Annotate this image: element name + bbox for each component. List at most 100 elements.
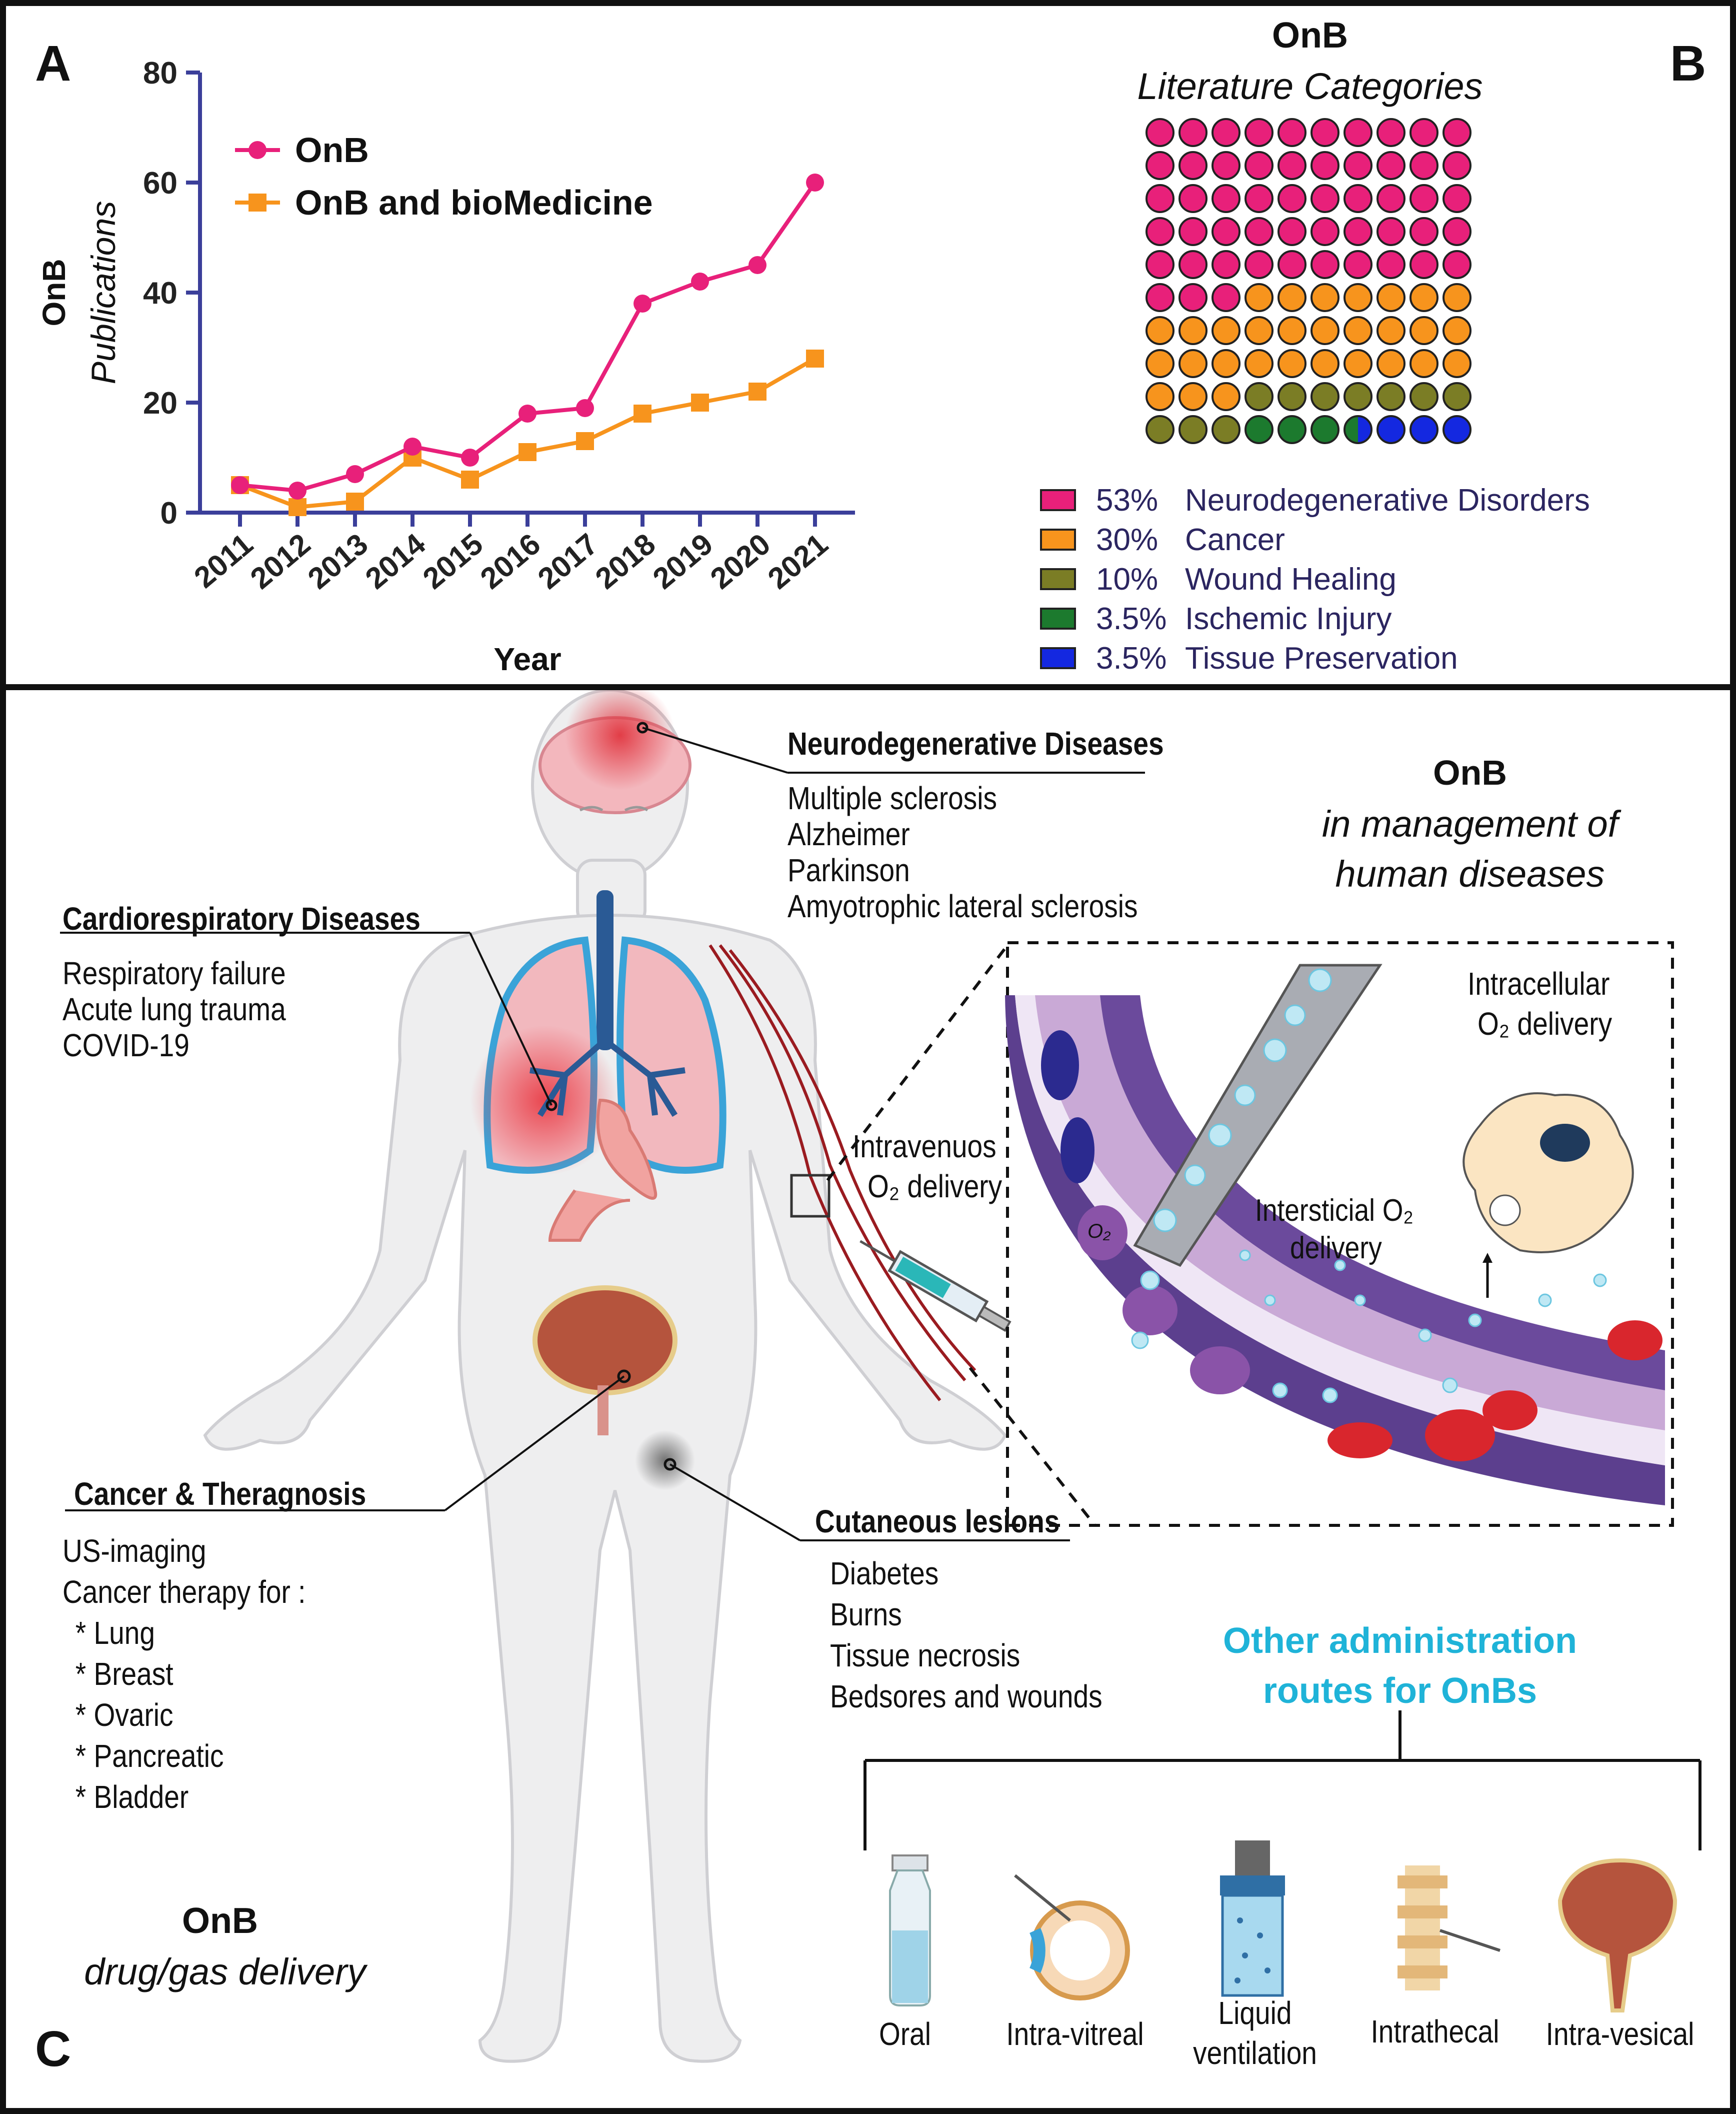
neuro-title: Neurodegenerative Diseases (788, 726, 1164, 762)
cancer-item: * Ovaric (75, 1697, 174, 1733)
liquid-ventilation-line: ventilation (1193, 2035, 1317, 2071)
waffle-dot (1146, 217, 1174, 246)
neuro-item: Multiple sclerosis (788, 780, 998, 816)
waffle-dot (1146, 184, 1174, 213)
waffle-dot (1344, 184, 1372, 213)
waffle-dot (1310, 349, 1340, 378)
waffle-dot (1146, 349, 1174, 378)
waffle-dot (1212, 151, 1240, 180)
data-point (806, 174, 824, 192)
data-point (691, 394, 709, 412)
legend-swatch (1040, 489, 1076, 511)
publications-line-chart: 0204060802011201220132014201520162017201… (36, 56, 855, 677)
routes-title-2: routes for OnBs (1262, 1671, 1538, 1711)
waffle-dot (1376, 283, 1406, 312)
waffle-dot (1442, 250, 1472, 279)
legend-category: Neurodegenerative Disorders (1185, 483, 1590, 518)
waffle-dot-part (1344, 416, 1358, 443)
waffle-dot (1410, 349, 1438, 378)
interstitial-label-2: delivery (1290, 1231, 1382, 1265)
waffle-dot (1178, 283, 1208, 312)
iv-label-2: O₂ delivery (868, 1168, 1002, 1204)
waffle-dot (1310, 184, 1340, 213)
legend-marker (248, 194, 266, 212)
waffle-dot (1310, 283, 1340, 312)
vessel-inset (1005, 964, 1665, 1505)
legend-item: 10%Wound Healing (1040, 562, 1396, 597)
x-tick-label: 2017 (532, 527, 604, 596)
waffle-dot (1376, 250, 1406, 279)
cardio-title: Cardiorespiratory Diseases (62, 901, 420, 937)
data-point (576, 399, 594, 417)
x-tick-label: 2021 (762, 527, 834, 596)
waffle-dot (1442, 283, 1472, 312)
legend-marker (248, 141, 266, 159)
c-bottom-title: OnB (182, 1901, 258, 1941)
waffle-dot (1178, 184, 1208, 213)
waffle-dot (1442, 349, 1472, 378)
waffle-dot (1178, 217, 1208, 246)
waffle-dot (1310, 151, 1340, 180)
y-tick-label: 20 (143, 386, 178, 421)
waffle-dot (1442, 382, 1472, 411)
x-tick-label: 2013 (302, 527, 374, 596)
legend-swatch (1040, 568, 1076, 590)
waffle-dot (1178, 382, 1208, 411)
waffle-chart (1146, 118, 1472, 444)
data-point (748, 383, 766, 401)
waffle-dot (1442, 184, 1472, 213)
y-axis-label-1: OnB (36, 259, 72, 326)
waffle-dot (1244, 151, 1274, 180)
legend-percent: 3.5% (1096, 641, 1167, 676)
y-axis-label-2: Publications (84, 201, 122, 385)
waffle-dot (1376, 151, 1406, 180)
neuro-item: Amyotrophic lateral sclerosis (788, 888, 1138, 924)
data-point (748, 256, 766, 274)
legend-category: Ischemic Injury (1185, 601, 1392, 636)
waffle-dot (1376, 316, 1406, 345)
cancer-item: * Pancreatic (75, 1738, 224, 1774)
waffle-dot (1278, 250, 1306, 279)
waffle-dot (1310, 250, 1340, 279)
waffle-dot (1212, 283, 1240, 312)
cardio-item: Acute lung trauma (62, 991, 286, 1027)
panel-letter-b: B (1670, 36, 1706, 92)
route-label-intravitreal: Intra-vitreal (1006, 2016, 1144, 2052)
waffle-dot (1146, 316, 1174, 345)
cardio-list: Respiratory failure Acute lung trauma CO… (62, 955, 286, 1063)
waffle-dot (1310, 316, 1340, 345)
waffle-dot (1410, 250, 1438, 279)
y-tick-label: 0 (160, 496, 178, 531)
legend-category: Cancer (1185, 522, 1285, 557)
cutaneous-title: Cutaneous lesions (815, 1503, 1060, 1539)
x-tick-label: 2014 (359, 527, 432, 596)
waffle-dot (1278, 283, 1306, 312)
cutaneous-item: Burns (830, 1596, 902, 1632)
data-point (346, 465, 364, 483)
waffle-dot (1146, 250, 1174, 279)
waffle-dot (1212, 316, 1240, 345)
waffle-dot (1146, 283, 1174, 312)
legend-label: OnB (295, 131, 369, 170)
legend-swatch (1040, 608, 1076, 630)
waffle-dot (1410, 151, 1438, 180)
legend-percent: 53% (1096, 483, 1158, 518)
waffle-dot (1178, 415, 1208, 444)
waffle-dot (1310, 217, 1340, 246)
body-illustration (60, 690, 1674, 2063)
waffle-dot (1410, 316, 1438, 345)
waffle-dot (1442, 217, 1472, 246)
waffle-dot (1410, 382, 1438, 411)
x-tick-label: 2015 (416, 527, 489, 596)
legend-swatch (1040, 647, 1076, 669)
c-main-title: OnB (1433, 753, 1507, 792)
x-tick-label: 2019 (646, 527, 719, 596)
cutaneous-item: Tissue necrosis (830, 1637, 1020, 1673)
waffle-dot (1278, 316, 1306, 345)
waffle-dot (1178, 118, 1208, 147)
waffle-dot (1178, 151, 1208, 180)
waffle-dot (1278, 217, 1306, 246)
x-tick-label: 2012 (244, 527, 316, 596)
waffle-dot (1146, 118, 1174, 147)
